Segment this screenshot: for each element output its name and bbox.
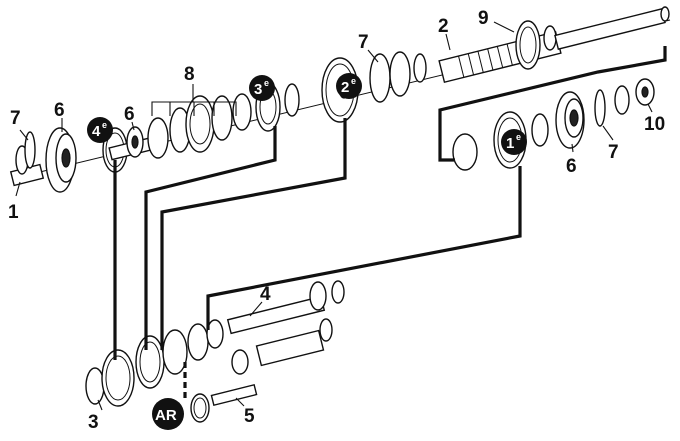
- svg-text:AR: AR: [155, 407, 177, 424]
- svg-text:1: 1: [506, 135, 514, 152]
- gear-badges: 4 e 3 e 2 e 1 e AR: [87, 73, 527, 430]
- link-right-bracket-left: [438, 118, 455, 162]
- layshaft-assembly: [85, 280, 345, 423]
- link-third-gear: [144, 126, 277, 350]
- callout-labels: 7 1 6 6 8 7 2 9 7 6 10 4 5 3: [8, 8, 665, 433]
- callout-9: 9: [478, 8, 489, 29]
- circlip-right: [594, 89, 606, 127]
- callout-1: 1: [8, 202, 19, 223]
- callout-10: 10: [644, 114, 665, 135]
- callout-6-left: 6: [54, 100, 65, 121]
- needle-bearing: [126, 126, 144, 158]
- badge-reverse-gear: AR: [152, 398, 184, 430]
- spacer-tube: [231, 318, 333, 375]
- layshaft-circlip: [85, 367, 105, 405]
- callout-3: 3: [88, 412, 99, 433]
- thrust-washer: [284, 83, 300, 117]
- circlip-left: [24, 131, 36, 169]
- badge-third-gear: 3 e: [249, 75, 275, 101]
- middle-bearing: [369, 51, 427, 103]
- link-first-gear: [206, 166, 522, 330]
- cluster-gear: [135, 319, 224, 389]
- end-nut: [635, 78, 655, 106]
- synchro-assembly: [147, 93, 252, 159]
- callout-7-left: 7: [10, 108, 21, 129]
- callout-2: 2: [438, 16, 449, 37]
- badge-fourth-gear: 4 e: [87, 117, 113, 143]
- svg-text:e: e: [516, 132, 521, 142]
- callout-6-right: 6: [566, 156, 577, 177]
- callout-6-middle: 6: [124, 104, 135, 125]
- svg-text:e: e: [351, 76, 356, 86]
- mesh-links: [113, 46, 667, 400]
- reverse-shaft-pin: [210, 383, 258, 407]
- shim-right: [614, 85, 630, 115]
- main-shaft: [438, 30, 562, 84]
- drive-gear: [515, 20, 541, 70]
- bearing-right: [555, 91, 585, 149]
- primary-shaft-assembly: [9, 6, 671, 193]
- callout-5: 5: [244, 406, 255, 427]
- link-right-bracket-top: [438, 46, 667, 118]
- layshaft: [226, 280, 345, 335]
- svg-text:e: e: [264, 78, 269, 88]
- bearing-left: [45, 127, 77, 193]
- badge-first-gear: 1 e: [501, 129, 527, 155]
- link-second-gear: [160, 118, 347, 350]
- svg-text:4: 4: [92, 123, 101, 140]
- first-gear-assembly: [452, 78, 655, 171]
- layshaft-fourth-gear: [101, 349, 135, 407]
- output-shaft: [543, 6, 670, 51]
- svg-text:e: e: [102, 120, 107, 130]
- svg-text:2: 2: [341, 79, 349, 96]
- callout-7-middle: 7: [358, 32, 369, 53]
- leader-lines: [15, 21, 653, 411]
- badge-second-gear: 2 e: [336, 73, 362, 99]
- first-gear-washer: [531, 113, 549, 147]
- reverse-idler-gear: [190, 393, 210, 423]
- callout-7-right: 7: [608, 142, 619, 163]
- first-gear-hub: [452, 133, 478, 171]
- svg-text:3: 3: [254, 81, 262, 98]
- callout-4: 4: [260, 284, 271, 305]
- callout-8: 8: [184, 64, 195, 85]
